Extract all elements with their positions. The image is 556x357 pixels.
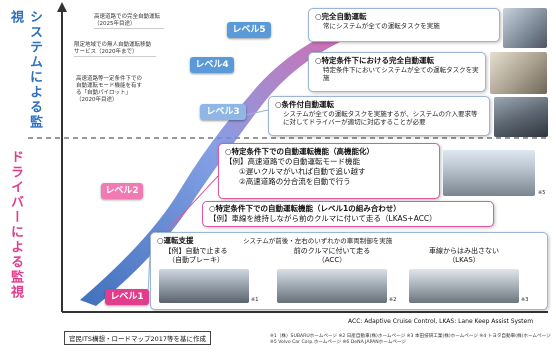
highway-photo <box>443 150 535 196</box>
level-3-title: ○条件付自動運転 <box>275 100 335 109</box>
target-note-3: 高速道路等一定条件下での自動運転モード機能を有する「自動パイロット」（2020年… <box>76 76 143 103</box>
image-credits: ※1（株）SUBARUホームページ ※2 日産自動車(株)ホームページ ※3 本… <box>270 334 551 345</box>
credit-mark-m1: ※1 <box>251 297 259 303</box>
level-4-tag: レベル4 <box>190 57 234 73</box>
level-1-combo-box: ○特定条件下での自動運転機能（レベル1の組み合わせ） 【例】車線を維持しながら前… <box>202 201 494 227</box>
level-2-example-2: ②高速道路の分合流を自動で行う <box>239 177 351 186</box>
level-1-title: ○運転支援 <box>157 236 194 245</box>
example-acc: 前のクルマに付いて走る （ACC） <box>293 247 371 264</box>
y-axis-arrow <box>57 2 67 12</box>
level-1-combo-desc: 【例】車線を維持しながら前のクルマに付いて走る（LKAS+ACC） <box>209 214 437 223</box>
example-lkas: 車線からはみ出さない （LKAS） <box>429 247 499 264</box>
level-5-tag: レベル5 <box>227 22 271 38</box>
lkas-photo <box>409 269 519 303</box>
acc-photo <box>277 269 387 303</box>
vehicle-photo-l3 <box>494 97 548 137</box>
level-2-tag: レベル2 <box>101 183 143 199</box>
level-1-tag: レベル1 <box>105 289 149 305</box>
system-monitor-label: システムによる監視 <box>8 10 42 130</box>
level-2-box: ○特定条件下での自動運転機能（高機能化） 【例】高速道路での自動運転モード機能 … <box>218 143 440 199</box>
level-5-desc: 常にシステムが全ての運転タスクを実施 <box>323 22 440 30</box>
level-3-tag: レベル3 <box>200 104 246 120</box>
vehicle-photo-l5 <box>503 8 547 48</box>
level-3-desc: システムが全ての運転タスクを実施するが、システムの介入要求等に対してドライバーが… <box>283 110 478 126</box>
level-1-box: ○運転支援 システムが前後・左右のいずれかの車両制御を実施 【例】自動で止まる … <box>150 232 548 310</box>
level-2-example: 【例】高速道路での自動運転モード機能 <box>225 157 360 166</box>
level-1-combo-title: ○特定条件下での自動運転機能（レベル1の組み合わせ） <box>209 204 401 213</box>
level-4-box: ○特定条件下における完全自動運転 特定条件下においてシステムが全ての運転タスクを… <box>308 52 486 92</box>
auto-brake-photo <box>159 269 249 303</box>
level-3-box: ○条件付自動運転 システムが全ての運転タスクを実施するが、システムの介入要求等に… <box>268 96 490 136</box>
level-2-example-1: ①遅いクルマがいれば自動で追い越す <box>239 167 366 176</box>
level-5-title: ○完全自動運転 <box>315 12 367 21</box>
level-2-title: ○特定条件下での自動運転機能（高機能化） <box>225 147 375 156</box>
level-1-desc: システムが前後・左右のいずれかの車両制御を実施 <box>243 237 393 245</box>
abbreviation-footnote: ACC: Adaptive Cruise Control, LKAS: Lane… <box>348 318 534 325</box>
level-5-box: ○完全自動運転 常にシステムが全ての運転タスクを実施 <box>308 8 500 42</box>
credit-mark-m2: ※2 <box>389 297 397 303</box>
driver-monitor-label: ドライバーによる監視 <box>8 150 23 300</box>
credit-mark-m3: ※3 <box>521 297 529 303</box>
example-auto-brake: 【例】自動で止まる （自動ブレーキ） <box>164 247 228 264</box>
vehicle-photo-l4 <box>490 52 547 94</box>
credit-mark-m5: ※5 <box>538 190 546 196</box>
target-note-2: 限定地域での無人自動運転移動サービス（2020年まで） <box>74 42 156 57</box>
target-note-1: 高速道路での完全自動運転（2025年目途） <box>94 14 164 29</box>
level-4-title: ○特定条件下における完全自動運転 <box>315 56 435 65</box>
level-4-desc: 特定条件下においてシステムが全ての運転タスクを実施 <box>323 66 479 82</box>
source-box: 官民ITS構想・ロードマップ2017等を基に作成 <box>64 331 212 345</box>
